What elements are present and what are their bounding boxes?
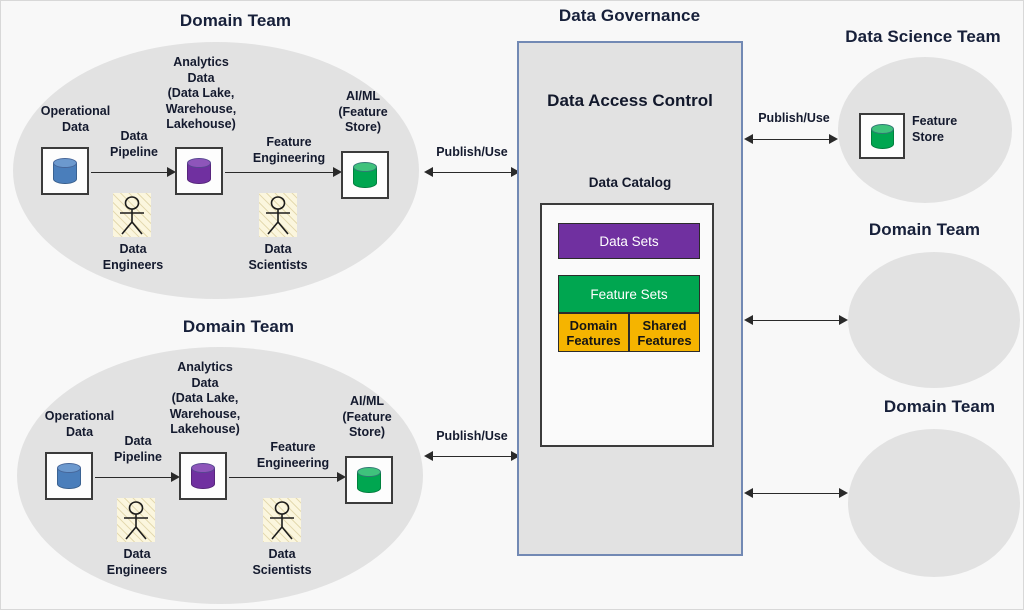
arrow-pipeline-bottom — [95, 477, 173, 478]
arrow-featureeng-top-head — [333, 167, 342, 177]
node-aiml-bottom[interactable] — [345, 456, 393, 504]
blue-database-cylinder-icon — [53, 158, 77, 184]
green-database-cylinder-icon — [357, 467, 381, 493]
chip-domain-features[interactable]: Domain Features — [558, 313, 629, 352]
arrow-publishuse-ds-head-left — [744, 134, 753, 144]
arrow-publishuse-bottom-left-head-left — [424, 451, 433, 461]
arrow-pipeline-bottom-head — [171, 472, 180, 482]
arrow-pipeline-top-head — [167, 167, 176, 177]
arrow-connector-right-1-head-left — [744, 315, 753, 325]
arrow-publishuse-top-left-head-right — [511, 167, 520, 177]
label-data-scientists-top: Data Scientists — [248, 242, 308, 272]
label-data-engineers-top: Data Engineers — [102, 242, 164, 272]
node-operational-data-bottom[interactable] — [45, 452, 93, 500]
data-governance-panel: Data Access Control Data Catalog Data Se… — [517, 41, 743, 556]
node-aiml-top[interactable] — [341, 151, 389, 199]
arrow-connector-right-2-head-right — [839, 488, 848, 498]
arrow-publishuse-bottom-left-head-right — [511, 451, 520, 461]
node-analytics-data-top[interactable] — [175, 147, 223, 195]
arrow-connector-right-2-head-left — [744, 488, 753, 498]
node-feature-store[interactable] — [859, 113, 905, 159]
arrow-publishuse-data-science — [749, 139, 835, 140]
label-analytics-data-bottom: Analytics Data (Data Lake, Warehouse, La… — [169, 360, 241, 436]
arrow-featureeng-bottom — [229, 477, 339, 478]
chip-shared-features[interactable]: Shared Features — [629, 313, 700, 352]
domain-team-ellipse-right-1 — [848, 252, 1020, 388]
label-data-catalog: Data Catalog — [588, 175, 672, 190]
chip-data-sets[interactable]: Data Sets — [558, 223, 700, 259]
person-data-engineers-bottom — [117, 498, 155, 542]
label-feature-engineering-top: Feature Engineering — [252, 135, 326, 165]
label-feature-engineering-bottom: Feature Engineering — [256, 440, 330, 470]
heading-data-access-control: Data Access Control — [547, 91, 713, 110]
label-data-pipeline-top: Data Pipeline — [110, 129, 158, 159]
arrow-publishuse-top-left-head-left — [424, 167, 433, 177]
person-data-scientists-bottom — [263, 498, 301, 542]
node-analytics-data-bottom[interactable] — [179, 452, 227, 500]
arrow-featureeng-bottom-head — [337, 472, 346, 482]
label-analytics-data-top: Analytics Data (Data Lake, Warehouse, La… — [165, 55, 237, 131]
title-data-governance: Data Governance — [558, 6, 701, 25]
arrow-publishuse-bottom-left — [429, 456, 517, 457]
arrow-connector-right-1-head-right — [839, 315, 848, 325]
label-data-scientists-bottom: Data Scientists — [252, 547, 312, 577]
title-domain-team-right-2: Domain Team — [883, 397, 996, 416]
title-domain-team-top-left: Domain Team — [179, 11, 292, 30]
arrow-pipeline-top — [91, 172, 169, 173]
person-data-scientists-top — [259, 193, 297, 237]
label-feature-store: Feature Store — [912, 114, 958, 144]
node-operational-data-top[interactable] — [41, 147, 89, 195]
purple-database-cylinder-icon — [191, 463, 215, 489]
blue-database-cylinder-icon — [57, 463, 81, 489]
arrow-featureeng-top — [225, 172, 335, 173]
label-operational-data-top: Operational Data — [40, 104, 111, 134]
purple-database-cylinder-icon — [187, 158, 211, 184]
green-database-cylinder-icon — [353, 162, 377, 188]
label-operational-data-bottom: Operational Data — [44, 409, 115, 439]
label-aiml-bottom: AI/ML (Feature Store) — [342, 394, 392, 439]
domain-team-ellipse-right-2 — [848, 429, 1020, 577]
label-data-pipeline-bottom: Data Pipeline — [114, 434, 162, 464]
label-publish-use-top-left: Publish/Use — [436, 145, 508, 159]
chip-feature-sets[interactable]: Feature Sets — [558, 275, 700, 313]
title-data-science-team: Data Science Team — [845, 27, 1001, 46]
label-publish-use-bottom-left: Publish/Use — [436, 429, 508, 443]
green-database-cylinder-icon — [870, 123, 894, 149]
arrow-connector-right-1 — [749, 320, 845, 321]
title-domain-team-right-1: Domain Team — [868, 220, 981, 239]
label-publish-use-data-science: Publish/Use — [758, 111, 830, 125]
arrow-publishuse-ds-head-right — [829, 134, 838, 144]
person-data-engineers-top — [113, 193, 151, 237]
data-catalog-box: Data Sets Feature Sets Domain Features S… — [540, 203, 714, 447]
arrow-connector-right-2 — [749, 493, 845, 494]
label-data-engineers-bottom: Data Engineers — [106, 547, 168, 577]
arrow-publishuse-top-left — [429, 172, 517, 173]
label-aiml-top: AI/ML (Feature Store) — [338, 89, 388, 134]
title-domain-team-bottom-left: Domain Team — [182, 317, 295, 336]
